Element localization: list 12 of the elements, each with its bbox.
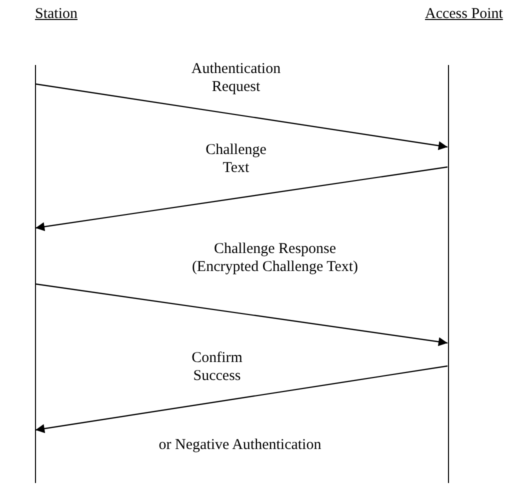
participant-label: Station <box>35 5 78 23</box>
message-label: Authentication Request <box>190 60 282 96</box>
message-arrow <box>35 166 448 232</box>
note-text: or Negative Authentication <box>158 436 322 454</box>
message-label: Confirm Success <box>190 349 244 385</box>
message-label: Challenge Text <box>204 141 268 177</box>
message-arrow <box>35 365 448 434</box>
participant-label: Access Point <box>425 5 503 23</box>
lifeline <box>34 65 36 483</box>
message-arrow <box>35 83 448 150</box>
message-arrow <box>35 283 448 346</box>
message-label: Challenge Response (Encrypted Challenge Text) <box>190 240 360 276</box>
